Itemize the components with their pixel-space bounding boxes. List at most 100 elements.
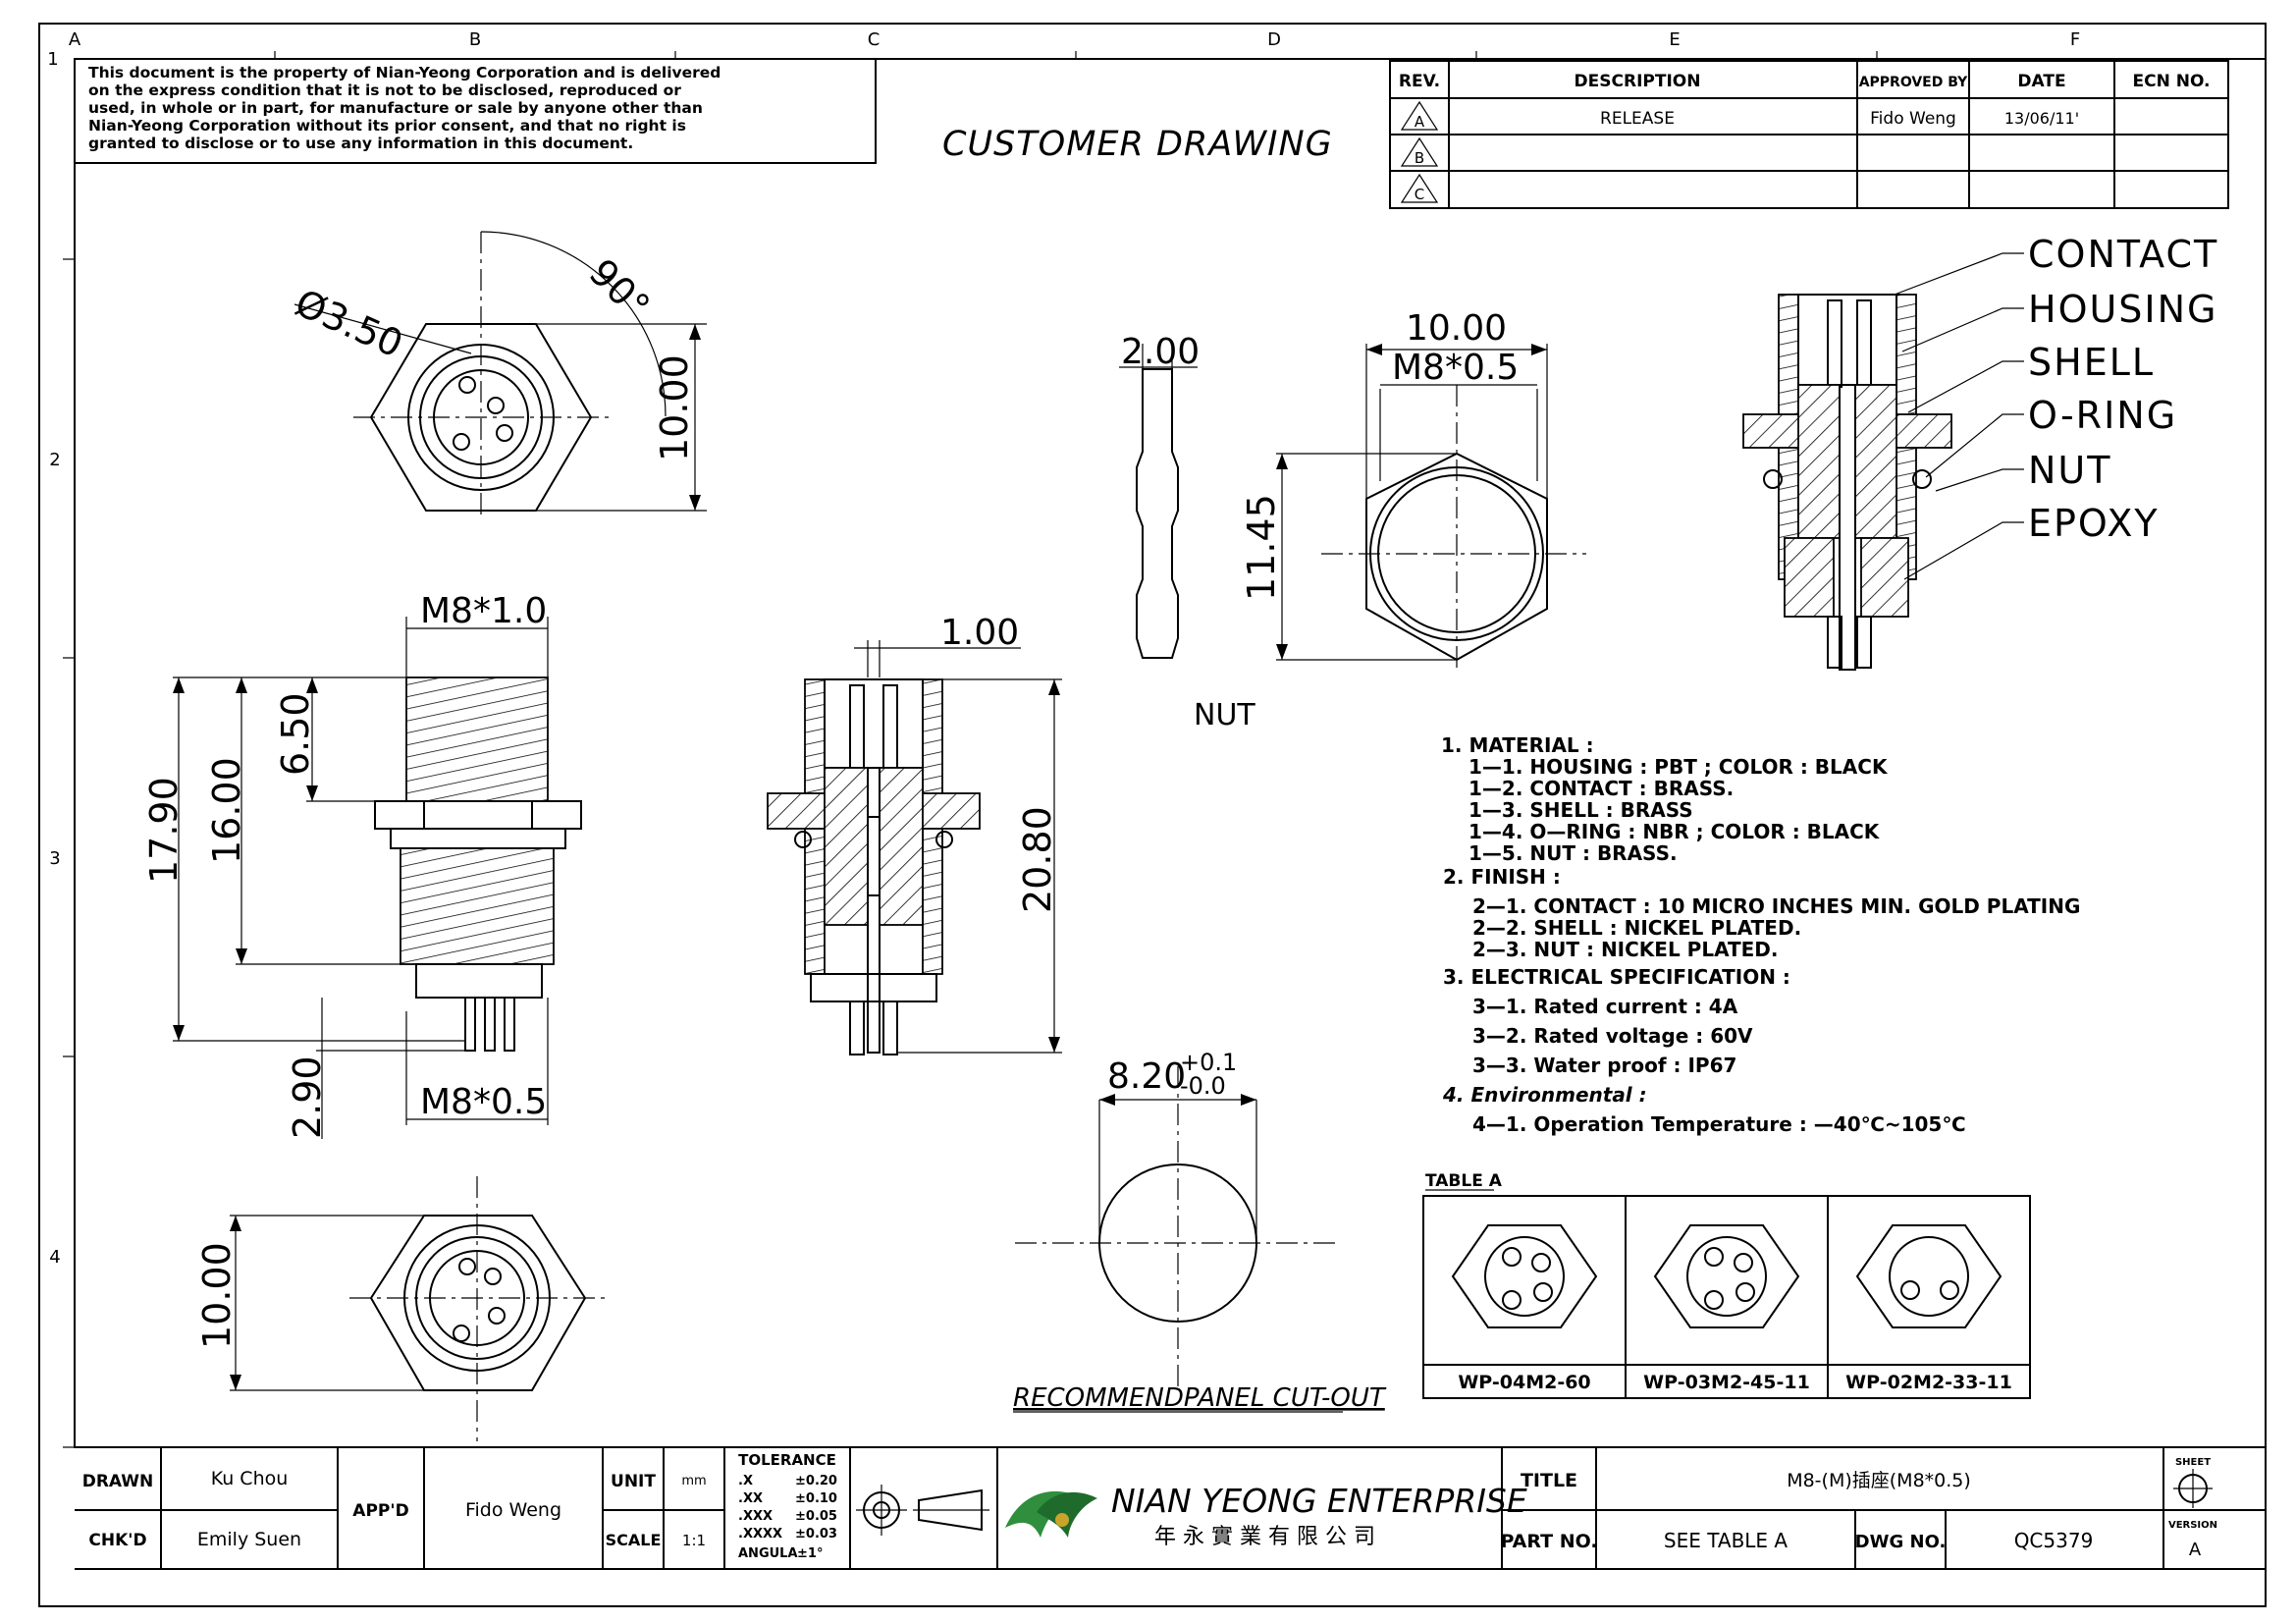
nut-front-view: 10.00 M8*0.5 11.45: [1240, 308, 1586, 674]
unit-value: mm: [681, 1474, 706, 1488]
part-value: SEE TABLE A: [1664, 1529, 1789, 1552]
table-a-cell-3: WP-02M2-33-11: [1845, 1372, 2012, 1393]
notice-line-2: on the express condition that it is not …: [88, 81, 681, 99]
table-a-cell-2: WP-03M2-45-11: [1643, 1372, 1810, 1393]
note-line: 3—1. Rated current : 4A: [1472, 995, 1738, 1018]
notice-line-3: used, in whole or in part, for manufactu…: [88, 99, 703, 117]
spec-notes: 1. MATERIAL : 1—1. HOUSING : PBT ; COLOR…: [1441, 733, 2080, 1136]
note-line: 1—2. CONTACT : BRASS.: [1468, 777, 1734, 800]
notice-line-1: This document is the property of Nian-Ye…: [88, 64, 721, 81]
note-line: 1. MATERIAL :: [1441, 733, 1594, 757]
top-view: Ø3.50 90° 10.00: [289, 231, 707, 520]
dim-cutout-tol-dn: -0.0: [1180, 1072, 1226, 1100]
rev-a-date: 13/06/11': [2004, 109, 2079, 128]
note-line: 3—3. Water proof : IP67: [1472, 1054, 1736, 1077]
tol-val: ±0.20: [795, 1474, 837, 1488]
rev-a-mark: A: [1415, 113, 1425, 131]
company-name-cn: 年 永 實 業 有 限 公 司: [1154, 1525, 1375, 1549]
inner-frame: [74, 58, 2267, 1448]
rev-header-rev: REV.: [1399, 72, 1440, 91]
callout-shell: SHELL: [2028, 341, 2155, 384]
dim-side-290: 2.90: [286, 1055, 329, 1139]
note-line: 2—3. NUT : NICKEL PLATED.: [1472, 938, 1779, 961]
title-label: TITLE: [1521, 1470, 1577, 1491]
rev-header-approved: APPROVED BY: [1859, 75, 1968, 90]
unit-label: UNIT: [611, 1472, 656, 1491]
title-block: DRAWN Ku Chou CHK'D Emily Suen APP'D Fid…: [75, 1446, 2266, 1570]
rev-header-desc: DESCRIPTION: [1575, 72, 1701, 91]
drawn-value: Ku Chou: [211, 1468, 289, 1489]
appd-value: Fido Weng: [465, 1499, 561, 1521]
grid-col-D: D: [1267, 29, 1281, 50]
dim-side-thread-top: M8*1.0: [420, 591, 547, 631]
grid-row-3: 3: [49, 848, 60, 869]
tolerance-title: TOLERANCE: [738, 1451, 836, 1469]
grid-col-B: B: [469, 29, 481, 50]
title-value: M8-(M)插座(M8*0.5): [1787, 1470, 1971, 1491]
grid-row-1: 1: [47, 49, 58, 70]
side-view: M8*1.0 17.90 16.00 6.50 2.90 M8*0.5: [142, 591, 582, 1139]
dwg-value: QC5379: [2014, 1529, 2094, 1552]
grid-col-A: A: [69, 29, 81, 50]
dim-top-dia: Ø3.50: [289, 281, 409, 366]
notice-box: This document is the property of Nian-Ye…: [74, 58, 877, 164]
dim-nut-width: 10.00: [1406, 308, 1507, 349]
tol-key: .XX: [738, 1491, 763, 1506]
outer-frame: [38, 23, 2267, 1607]
table-a-title: TABLE A: [1425, 1171, 1503, 1191]
note-line: 1—3. SHELL : BRASS: [1468, 798, 1693, 822]
note-line: 2—2. SHELL : NICKEL PLATED.: [1472, 916, 1801, 940]
tol-key: .X: [738, 1474, 753, 1488]
dim-side-1600: 16.00: [205, 757, 248, 864]
callout-nut: NUT: [2028, 449, 2111, 492]
grid-row-2: 2: [49, 450, 60, 470]
dim-nut-height: 11.45: [1240, 494, 1283, 601]
nut-label: NUT: [1194, 698, 1255, 732]
panel-cutout-view: 8.20 +0.1 -0.0 RECOMMENDPANEL CUT-OUT: [1013, 1049, 1387, 1413]
drawing-title: CUSTOMER DRAWING: [942, 125, 1333, 164]
chkd-label: CHK'D: [88, 1531, 146, 1550]
note-line: 4—1. Operation Temperature : —40℃~105℃: [1472, 1112, 1966, 1136]
version-value: A: [2189, 1540, 2202, 1560]
tol-key: .XXXX: [738, 1527, 782, 1542]
note-line: 2—1. CONTACT : 10 MICRO INCHES MIN. GOLD…: [1472, 894, 2080, 918]
callout-epoxy: EPOXY: [2028, 502, 2160, 545]
note-line: 1—4. O—RING : NBR ; COLOR : BLACK: [1468, 820, 1881, 843]
note-line: 4. Environmental :: [1442, 1083, 1647, 1107]
dim-side-thread-bot: M8*0.5: [420, 1082, 547, 1122]
tol-val: ±0.05: [795, 1509, 837, 1524]
part-label: PART NO.: [1500, 1531, 1597, 1552]
rev-a-desc: RELEASE: [1600, 109, 1675, 129]
scale-label: SCALE: [606, 1531, 662, 1549]
cutout-label: RECOMMENDPANEL CUT-OUT: [1013, 1383, 1387, 1413]
note-line: 2. FINISH :: [1443, 865, 1561, 889]
tol-val: ±1°: [797, 1546, 823, 1561]
note-line: 1—5. NUT : BRASS.: [1468, 841, 1678, 865]
dim-top-height: 10.00: [653, 354, 696, 461]
scale-value: 1:1: [682, 1532, 706, 1549]
rev-c-mark: C: [1415, 186, 1424, 203]
grid-col-F: F: [2070, 29, 2080, 50]
dim-bottom-height: 10.00: [195, 1242, 239, 1349]
dim-nut-thread: M8*0.5: [1392, 348, 1519, 388]
table-a: TABLE A WP-04M2-60 WP-03M2-45-11 WP-02M2…: [1422, 1171, 2031, 1399]
chkd-value: Emily Suen: [197, 1529, 301, 1550]
dim-side-650: 6.50: [274, 692, 317, 776]
note-line: 1—1. HOUSING : PBT ; COLOR : BLACK: [1468, 755, 1889, 779]
notice-line-5: granted to disclose or to use any inform…: [88, 135, 633, 152]
callout-contact: CONTACT: [2028, 233, 2218, 276]
dim-section-2080: 20.80: [1016, 806, 1059, 913]
revision-table: REV. DESCRIPTION APPROVED BY DATE ECN NO…: [1389, 60, 2229, 209]
projection-symbol: [856, 1485, 989, 1536]
dwg-label: DWG NO.: [1855, 1532, 1947, 1552]
table-a-cell-1: WP-04M2-60: [1458, 1372, 1590, 1393]
callout-housing: HOUSING: [2028, 288, 2218, 331]
nut-side-view: 2.00 NUT: [1119, 332, 1255, 732]
drawn-label: DRAWN: [82, 1472, 154, 1491]
dim-cutout-dia: 8.20: [1107, 1056, 1186, 1097]
rev-b-mark: B: [1415, 149, 1424, 167]
dim-cutout-tol-up: +0.1: [1180, 1049, 1237, 1076]
grid-col-E: E: [1669, 29, 1680, 50]
dim-section-100: 1.00: [940, 613, 1019, 653]
